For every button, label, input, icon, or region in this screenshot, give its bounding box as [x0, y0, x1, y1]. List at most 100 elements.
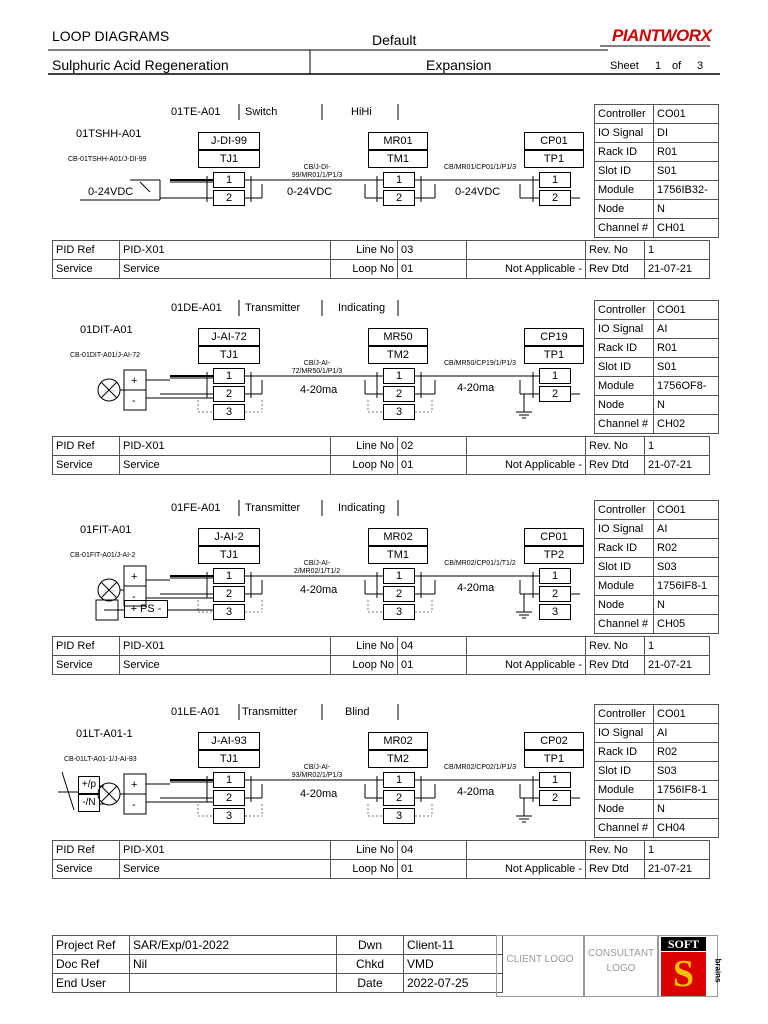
- chkd-value: VMD: [403, 954, 503, 974]
- line-no-value: 03: [397, 240, 467, 260]
- minus-sign: -: [132, 591, 136, 603]
- chkd-label: Chkd: [336, 954, 404, 974]
- junction-box-id: J-AI-72: [198, 328, 260, 346]
- marshalling-rack-id: MR01: [368, 132, 428, 150]
- service-value: Service: [119, 655, 331, 675]
- soft-logo-text: SOFT: [661, 937, 706, 951]
- io-field-value: 1756IF8-1: [653, 780, 719, 800]
- loop-no-value: 01: [397, 259, 467, 279]
- control-panel-terminal-strip: TP1: [524, 750, 584, 768]
- terminal: 1: [213, 172, 245, 188]
- date-value: 2022-07-25: [403, 973, 503, 993]
- junction-terminal-strip: TJ1: [198, 150, 260, 168]
- loop-no-label: Loop No: [330, 455, 398, 475]
- wire: [100, 381, 118, 399]
- line-no-label: Line No: [330, 840, 398, 860]
- dwn-value: Client-11: [403, 935, 503, 955]
- signal-field: 4-20ma: [300, 788, 338, 800]
- interconnect-cable-tag: CB/J-AI-93/MR02/1/P1/3: [291, 764, 343, 779]
- interconnect-cable-tag: CB/J-DI-99/MR01/1/P1/3: [291, 164, 343, 179]
- service-label: Service: [52, 859, 120, 879]
- dwn-label: Dwn: [336, 935, 404, 955]
- brand-logo: PIANTWORX: [612, 26, 712, 45]
- terminal: 3: [539, 604, 571, 620]
- loop-function: HiHi: [351, 106, 372, 118]
- control-panel-id: CP02: [524, 732, 584, 750]
- signal-field: 0-24VDC: [88, 186, 134, 198]
- loop-type: Transmitter: [245, 502, 301, 514]
- line-no-label: Line No: [330, 636, 398, 656]
- end-user-value: [129, 973, 337, 993]
- loop-function: Indicating: [338, 502, 386, 514]
- io-field-value: CH01: [653, 218, 719, 238]
- loop-info-table: PID Ref PID-X01 Line No 03 Rev. No 1 Ser…: [52, 240, 710, 279]
- device-tag: 01DIT-A01: [80, 324, 133, 336]
- rev-dtd-label: Rev Dtd: [585, 455, 645, 475]
- terminal: 2: [539, 386, 571, 402]
- rev-dtd-label: Rev Dtd: [585, 655, 645, 675]
- wire: [100, 581, 118, 599]
- project-phase: Expansion: [426, 57, 492, 73]
- io-field-label: Module: [594, 376, 654, 396]
- marshalling-rack-id: MR02: [368, 732, 428, 750]
- terminal-minus: [123, 585, 147, 607]
- loop-wiring: +-: [95, 500, 580, 621]
- junction-terminal-strip: TJ1: [198, 750, 260, 768]
- loop-type: Transmitter: [242, 706, 298, 718]
- device-tag: 01TSHH-A01: [76, 128, 142, 140]
- system-cable-tag: CB/MR02/CP02/1/P1/3: [444, 764, 516, 771]
- field-cable-tag: CB-01DIT-A01/J-AI-72: [70, 352, 141, 359]
- minus-sign: -: [132, 799, 136, 811]
- terminal: 3: [213, 604, 245, 620]
- terminal: 2: [383, 190, 415, 206]
- project-name: Sulphuric Acid Regeneration: [52, 57, 229, 73]
- loop-info-table: PID Ref PID-X01 Line No 04 Rev. No 1 Ser…: [52, 840, 710, 879]
- interconnect-cable-tag: CB/J-AI-72/MR50/1/P1/3: [291, 360, 343, 375]
- terminal: 2: [213, 586, 245, 602]
- io-field-label: Slot ID: [594, 761, 654, 781]
- device-tag: 01FIT-A01: [80, 524, 132, 536]
- terminal: 2: [383, 790, 415, 806]
- marshalling-rack-id: MR02: [368, 528, 428, 546]
- field-cable-tag: CB-01TSHH-A01/J-DI-99: [68, 156, 147, 163]
- terminal: 1: [383, 568, 415, 584]
- signal-system: 0-24VDC: [455, 186, 501, 198]
- terminal: 2: [213, 190, 245, 206]
- soft-logo-side: brains: [713, 958, 723, 983]
- loop-tag: 01DE-A01: [171, 302, 222, 314]
- wire: [61, 771, 75, 811]
- control-panel-id: CP01: [524, 528, 584, 546]
- marshalling-terminal-strip: TM1: [368, 150, 428, 168]
- terminal: 1: [383, 172, 415, 188]
- soft-logo-s: S: [661, 952, 706, 996]
- terminal: 1: [213, 568, 245, 584]
- io-field-label: Rack ID: [594, 538, 654, 558]
- io-field-value: R02: [653, 742, 719, 762]
- plus-sign: +: [131, 571, 137, 583]
- rev-dtd-value: 21-07-21: [644, 455, 710, 475]
- sheet-label: Sheet: [610, 60, 639, 72]
- consultant-logo-line2: LOGO: [606, 963, 636, 974]
- control-panel-id: CP19: [524, 328, 584, 346]
- service-value: Service: [119, 859, 331, 879]
- signal-system: 4-20ma: [457, 786, 495, 798]
- loop-tag: 01LE-A01: [171, 706, 220, 718]
- rev-no-label: Rev. No: [585, 436, 645, 456]
- sheet-number: 1: [655, 60, 662, 72]
- terminal: 2: [539, 790, 571, 806]
- doc-ref-value: Nil: [129, 954, 337, 974]
- plus-sign: +: [131, 375, 137, 387]
- terminal: 2: [213, 790, 245, 806]
- loop-function: Indicating: [338, 302, 386, 314]
- loop-type: Switch: [245, 106, 278, 118]
- loop-tag: 01TE-A01: [171, 106, 221, 118]
- junction-box-id: J-AI-93: [198, 732, 260, 750]
- wire: [139, 181, 151, 193]
- consultant-logo-box: CONSULTANT LOGO: [584, 935, 658, 997]
- loop-no-value: 01: [397, 859, 467, 879]
- terminal: 3: [213, 808, 245, 824]
- terminal: 2: [383, 386, 415, 402]
- loop-info-table: PID Ref PID-X01 Line No 04 Rev. No 1 Ser…: [52, 636, 710, 675]
- terminal: 1: [539, 772, 571, 788]
